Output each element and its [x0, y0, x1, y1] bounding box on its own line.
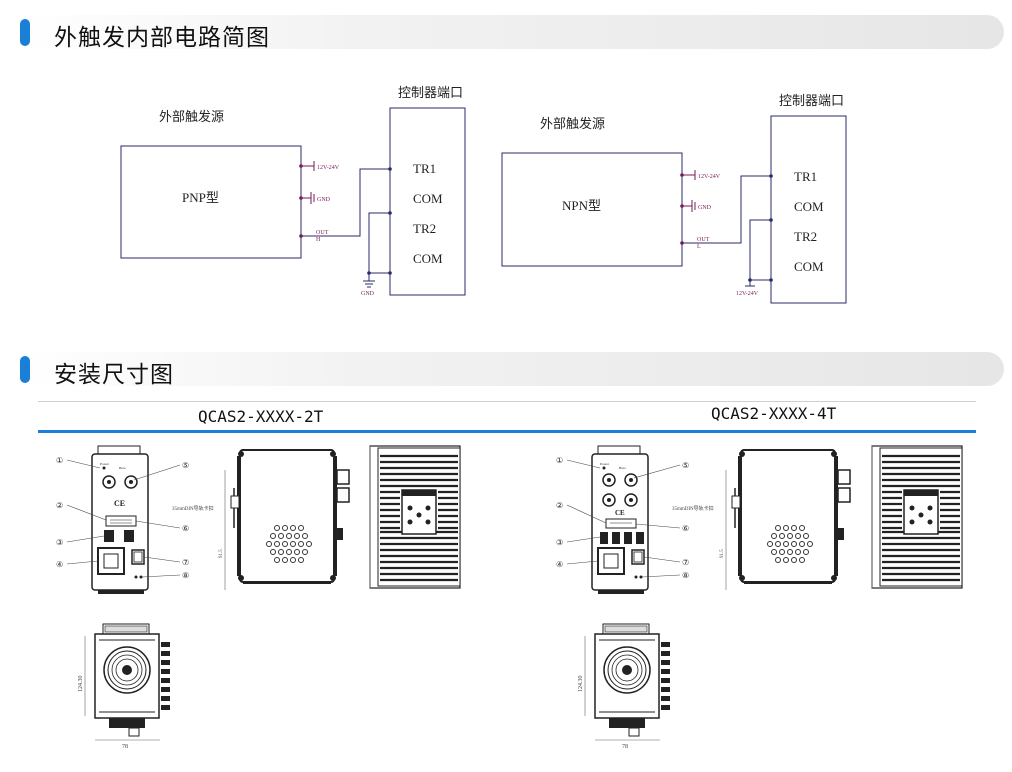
callout-5-4t: ⑤	[682, 461, 689, 470]
pnp-pin-gnd: GND	[317, 197, 331, 203]
npn-port-com2: COM	[794, 259, 824, 274]
dimension-drawings-4t: Power Bero CE ① ② ③ ④ ⑤ ⑥ ⑦ ⑧ 35mmDIN导轨卡…	[556, 444, 964, 750]
npn-pin-out-level: L	[697, 244, 701, 250]
npn-box-label: NPN型	[562, 198, 601, 213]
pnp-port-com2: COM	[413, 251, 443, 266]
header-pill	[14, 352, 1004, 386]
pnp-port-tr2: TR2	[413, 221, 436, 236]
callout-6-2t: ⑥	[182, 524, 189, 533]
pnp-controller-label: 控制器端口	[398, 85, 463, 100]
pnp-port-com1: COM	[413, 191, 443, 206]
npn-source-box	[501, 152, 683, 267]
callout-5-2t: ⑤	[182, 461, 189, 470]
front-knob-label-2t: Bero	[119, 466, 126, 470]
section-title-circuit: 外触发内部电路简图	[54, 25, 270, 51]
pnp-box-label: PNP型	[182, 190, 219, 205]
pnp-pin-out: OUT	[316, 230, 329, 236]
npn-port-com1: COM	[794, 199, 824, 214]
bottom-height-dim-2t: 124.30	[78, 676, 84, 693]
pnp-diagram: 外部触发源 PNP型 12V-24V GND OUT H GND 控制器端口 T…	[120, 85, 466, 297]
pnp-source-box	[120, 145, 302, 259]
circuit-diagram: 外部触发源 PNP型 12V-24V GND OUT H GND 控制器端口 T…	[120, 85, 847, 304]
npn-controller-label: 控制器端口	[779, 93, 844, 108]
bottom-width-dim-2t: 78	[122, 744, 128, 750]
callout-2-2t: ②	[56, 501, 63, 510]
callout-2-4t: ②	[556, 501, 563, 510]
npn-port-tr1: TR1	[794, 169, 817, 184]
callout-1-2t: ①	[56, 456, 63, 465]
pnp-controller-box	[389, 107, 466, 296]
side-view-2t	[230, 449, 350, 585]
front-panel-2t: Power Bero CE	[91, 445, 149, 594]
front-ce-mark-4t: CE	[615, 509, 625, 517]
side-view-4t	[731, 449, 851, 585]
header-accent-bar	[20, 356, 30, 383]
npn-port-tr2: TR2	[794, 229, 817, 244]
npn-pin-out: OUT	[697, 237, 710, 243]
bottom-height-dim-4t: 124.30	[578, 676, 584, 693]
front-knob-label-4t: Bero	[619, 466, 626, 470]
callout-8-2t: ⑧	[182, 571, 189, 580]
rail-clip-label-4t: 35mmDIN导轨卡扣	[672, 505, 714, 512]
callout-8-4t: ⑧	[682, 571, 689, 580]
pnp-port-tr1: TR1	[413, 161, 436, 176]
npn-source-label: 外部触发源	[540, 116, 605, 131]
rail-clip-label-2t: 35mmDIN导轨卡扣	[172, 505, 214, 512]
side-height-dim-2t: 91.5	[219, 549, 224, 558]
header-accent-bar	[20, 19, 30, 46]
callout-1-4t: ①	[556, 456, 563, 465]
npn-controller-box	[770, 115, 847, 304]
section-title-dimensions: 安装尺寸图	[54, 362, 174, 388]
callout-3-2t: ③	[56, 538, 63, 547]
pnp-source-label: 外部触发源	[159, 109, 224, 124]
bottom-view-4t	[594, 623, 671, 737]
rear-view-4t	[870, 444, 964, 590]
callout-6-4t: ⑥	[682, 524, 689, 533]
bottom-view-2t	[94, 623, 171, 737]
rear-view-2t	[368, 444, 462, 590]
section-header-dimensions: 安装尺寸图	[14, 352, 1004, 388]
bottom-width-dim-4t: 78	[622, 744, 628, 750]
npn-pin-gnd: GND	[698, 205, 712, 211]
front-panel-4t: Power Bero CE	[591, 445, 649, 594]
callout-7-2t: ⑦	[182, 558, 189, 567]
front-power-label-2t: Power	[100, 462, 110, 466]
callout-4-4t: ④	[556, 560, 563, 569]
pnp-pin-out-level: H	[316, 237, 321, 243]
header-pill	[14, 15, 1004, 49]
callout-7-4t: ⑦	[682, 558, 689, 567]
npn-diagram: 外部触发源 NPN型 12V-24V GND OUT L 12V-24V 控制器…	[501, 93, 847, 304]
dimension-drawings-2t: Power Bero CE ① ② ③ ④ ⑤ ⑥ ⑦ ⑧ 35mmDIN导轨卡…	[56, 444, 462, 750]
pnp-ground-label: GND	[361, 291, 375, 297]
npn-pin-12v: 12V-24V	[698, 174, 721, 180]
section-header-circuit: 外触发内部电路简图	[14, 15, 1004, 51]
blue-divider	[38, 430, 976, 433]
front-power-label-4t: Power	[600, 462, 610, 466]
pnp-pin-12v: 12V-24V	[317, 165, 340, 171]
model-label-2t: QCAS2-XXXX-2T	[198, 407, 324, 426]
top-divider	[38, 401, 976, 402]
model-label-4t: QCAS2-XXXX-4T	[711, 404, 837, 423]
npn-supply-label: 12V-24V	[736, 291, 759, 297]
callout-4-2t: ④	[56, 560, 63, 569]
front-ce-mark-2t: CE	[114, 499, 125, 508]
side-height-dim-4t: 91.5	[720, 549, 725, 558]
callout-3-4t: ③	[556, 538, 563, 547]
